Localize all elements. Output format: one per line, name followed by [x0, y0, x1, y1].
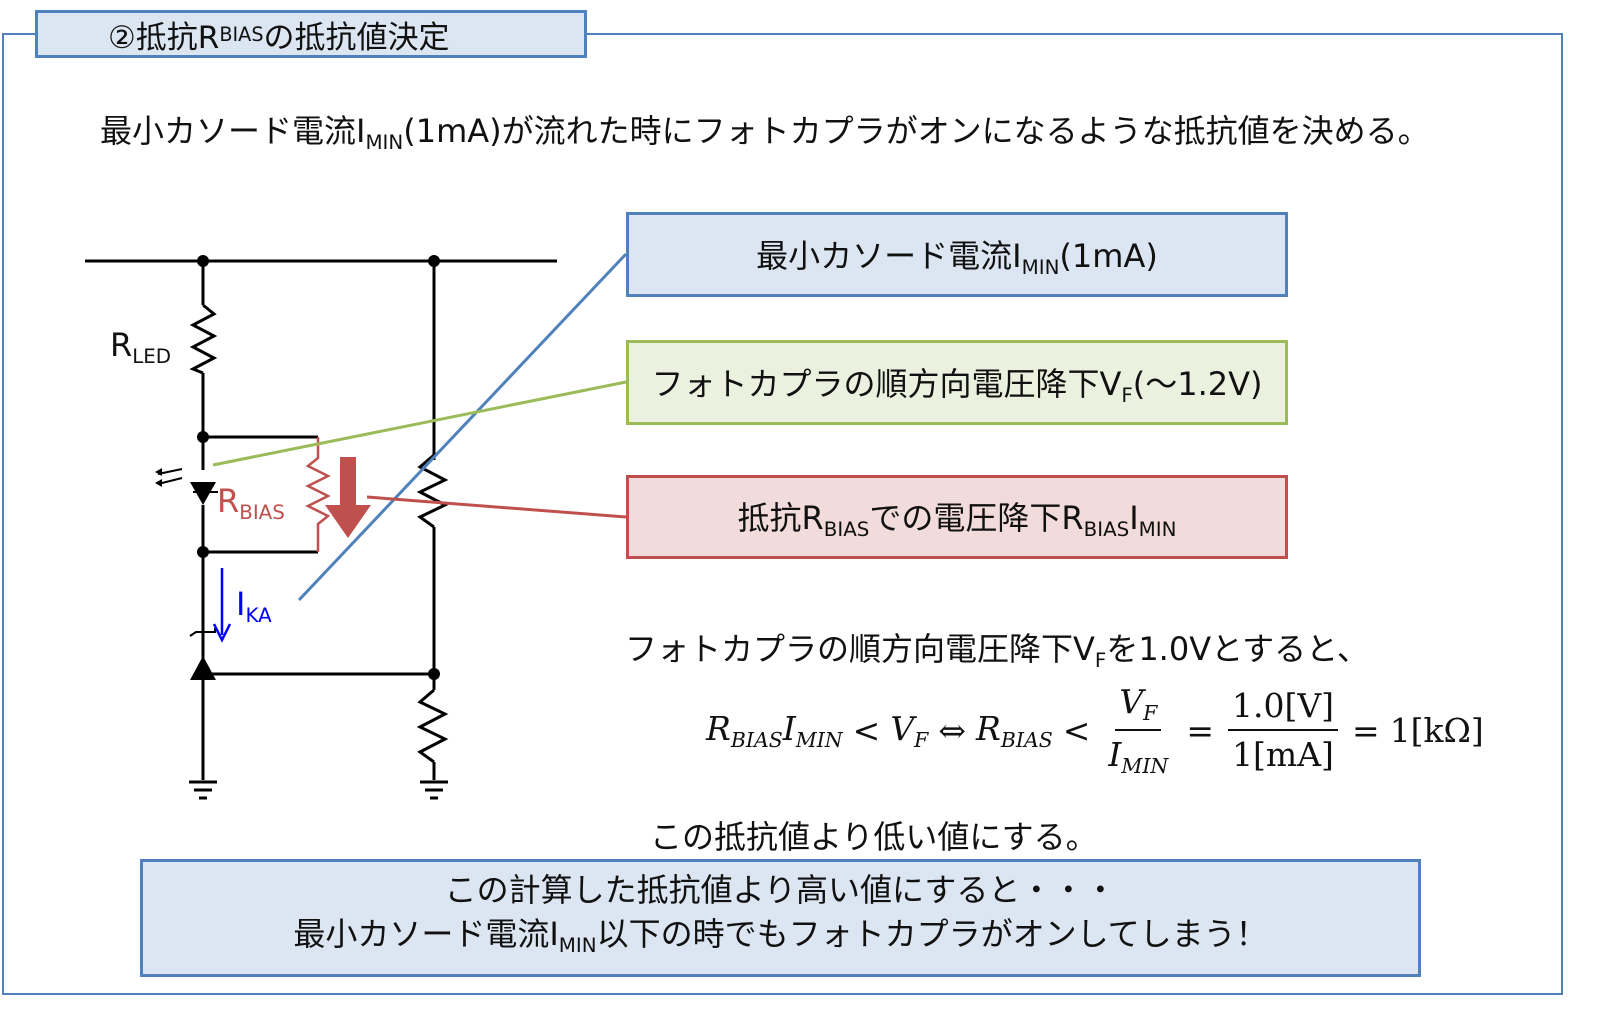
warning-line-1: この計算した抵抗値より高い値にすると・・・ — [444, 871, 1117, 910]
warning-box: この計算した抵抗値より高い値にすると・・・ 最小カソード電流IMIN以下の時でも… — [140, 859, 1421, 977]
title-sub: BIAS — [219, 22, 264, 46]
f1-den: I — [1108, 735, 1122, 775]
f-iff: ⇔ — [938, 710, 966, 750]
w2sub: MIN — [558, 933, 597, 957]
f-lhs-sub2: MIN — [795, 727, 843, 752]
f1-den-sub: MIN — [1121, 754, 1169, 779]
intro-sub: MIN — [365, 130, 404, 154]
r-led-resistor — [189, 303, 218, 375]
rb-b: での電圧降下R — [869, 499, 1084, 538]
rb-sub1: BIAS — [823, 517, 870, 541]
f-lt1: < — [852, 710, 881, 750]
r-bias-resistor — [305, 437, 331, 552]
f-vf-sub: F — [914, 727, 929, 752]
warning-line-2: 最小カソード電流IMIN以下の時でもフォトカプラがオンしてしまう！ — [293, 912, 1267, 968]
leader-line-rbias — [366, 495, 627, 519]
intro-text: 最小カソード電流IMIN(1mA)が流れた時にフォトカプラがオンになるような抵抗… — [100, 106, 1430, 154]
r-bias-sub: BIAS — [239, 500, 285, 524]
assumption-sub: F — [1094, 648, 1107, 672]
r-led-sub: LED — [132, 344, 172, 368]
f2-num: 1.0[V] — [1227, 686, 1339, 732]
callout-rbias: 抵抗RBIASでの電圧降下RBIASIMIN — [626, 475, 1288, 559]
divider-lower-resistor — [416, 688, 449, 764]
f-result: 1[kΩ] — [1389, 710, 1484, 750]
f-lhs: R — [706, 708, 731, 748]
f-r-sub: BIAS — [1000, 727, 1053, 752]
led-diode-icon — [190, 482, 216, 505]
w2b: 以下の時でもフォトカプラがオンしてしまう！ — [596, 915, 1268, 954]
leader-line-imin — [297, 252, 628, 602]
junction-dots — [155, 255, 440, 680]
title-text: ②抵抗R — [108, 19, 220, 56]
imin-b: (1mA) — [1059, 236, 1158, 275]
f2-den: 1[mA] — [1232, 735, 1334, 775]
intro-b: (1mA)が流れた時にフォトカプラがオンになるような抵抗値を決める。 — [403, 112, 1430, 150]
imin-a: 最小カソード電流I — [756, 236, 1022, 275]
voltage-drop-arrow-icon — [325, 457, 371, 538]
current-arrow-icon — [212, 623, 232, 643]
rb-sub3: MIN — [1138, 517, 1177, 541]
i-ka-label: IKA — [236, 585, 272, 627]
slide-frame — [2, 33, 1563, 995]
rb-c: I — [1129, 499, 1139, 538]
f1-num: V — [1119, 682, 1144, 721]
i-ka-sub: KA — [245, 603, 272, 627]
w2a: 最小カソード電流I — [293, 915, 559, 954]
callout-imin: 最小カソード電流IMIN(1mA) — [626, 212, 1288, 297]
imin-sub: MIN — [1021, 255, 1060, 279]
callout-vf: フォトカプラの順方向電圧降下VF(～1.2V) — [626, 340, 1288, 425]
vf-a: フォトカプラの順方向電圧降下V — [651, 364, 1122, 403]
f-vf: V — [890, 708, 915, 748]
leader-line-vf — [212, 380, 627, 467]
f-eq2: = — [1352, 710, 1380, 750]
vf-b: (～1.2V) — [1132, 364, 1263, 403]
r-bias-label: RBIAS — [217, 482, 285, 524]
assumption-b: を1.0Vとすると、 — [1106, 630, 1369, 668]
r-led-main: R — [110, 326, 133, 364]
vf-sub: F — [1121, 383, 1133, 407]
fraction-values: 1.0[V]1[mA] — [1227, 686, 1339, 775]
rb-sub2: BIAS — [1083, 517, 1130, 541]
f-r: R — [976, 708, 1001, 748]
r-led-label: RLED — [110, 326, 171, 368]
f-eq1: = — [1186, 710, 1214, 750]
intro-a: 最小カソード電流I — [100, 112, 366, 150]
shunt-regulator-icon — [190, 656, 216, 680]
f1-num-sub: F — [1143, 701, 1158, 726]
f-lhs2: I — [782, 708, 796, 748]
assumption-a: フォトカプラの順方向電圧降下V — [625, 630, 1095, 668]
rb-a: 抵抗R — [737, 499, 824, 538]
title-text-2: の抵抗値決定 — [263, 19, 450, 56]
f-lhs-sub1: BIAS — [730, 727, 783, 752]
i-ka-main: I — [236, 585, 246, 623]
assumption-text: フォトカプラの順方向電圧降下VFを1.0Vとすると、 — [625, 624, 1369, 672]
conclusion-text: この抵抗値より低い値にする。 — [650, 818, 1098, 856]
r-bias-main: R — [217, 482, 240, 520]
divider-upper-resistor — [416, 453, 449, 529]
f-lt2: < — [1062, 710, 1091, 750]
